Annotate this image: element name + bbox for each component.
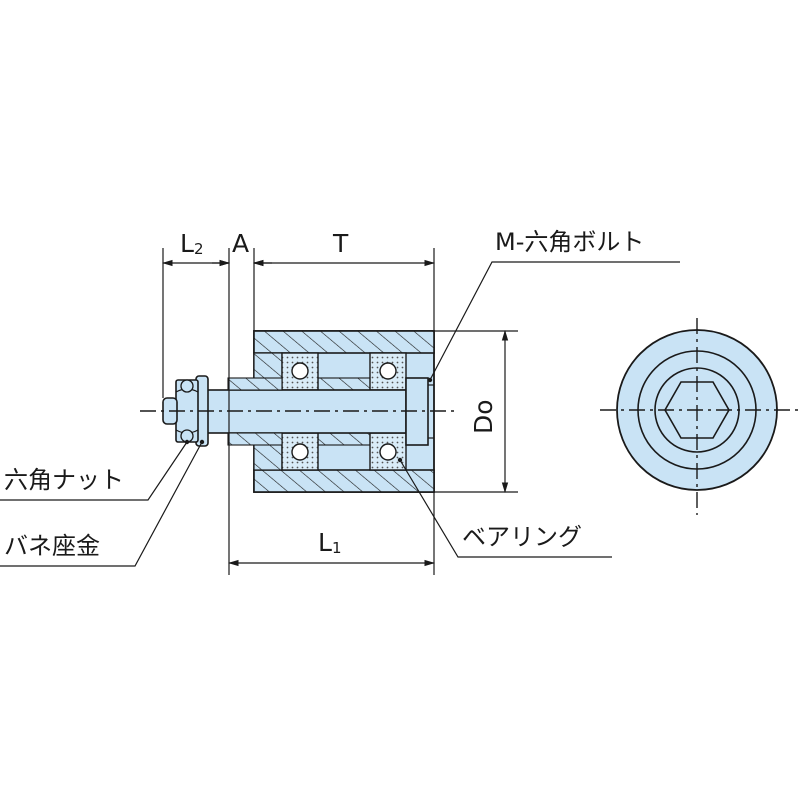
bearing-ball (291, 362, 309, 380)
housing-wall-bottom (253, 469, 435, 493)
callout-hex-bolt: M-六角ボルト (495, 228, 644, 256)
bearing-ball (379, 362, 397, 380)
callout-lines (0, 261, 680, 567)
bearing-ball (379, 443, 397, 461)
spacer-upper (317, 377, 371, 391)
callout-hex-nut: 六角ナット (4, 466, 124, 494)
dim-label-Do: Do (469, 399, 498, 434)
callout-bearing: ベアリング (462, 523, 582, 551)
bearing-ball (291, 443, 309, 461)
bolt-thread-lower (227, 432, 283, 446)
housing-wall-top (253, 330, 435, 354)
end-view (600, 318, 798, 515)
dim-label-A: A (232, 229, 249, 258)
dim-label-T: T (332, 229, 349, 258)
dim-label-L2: L2 (180, 229, 203, 258)
dim-label-L1: L1 (318, 528, 341, 557)
dimension-lines (161, 248, 518, 575)
bolt-thread (227, 377, 283, 391)
spacer-lower (317, 432, 371, 446)
callout-spring-washer: バネ座金 (4, 532, 100, 560)
side-section-view (140, 330, 455, 493)
